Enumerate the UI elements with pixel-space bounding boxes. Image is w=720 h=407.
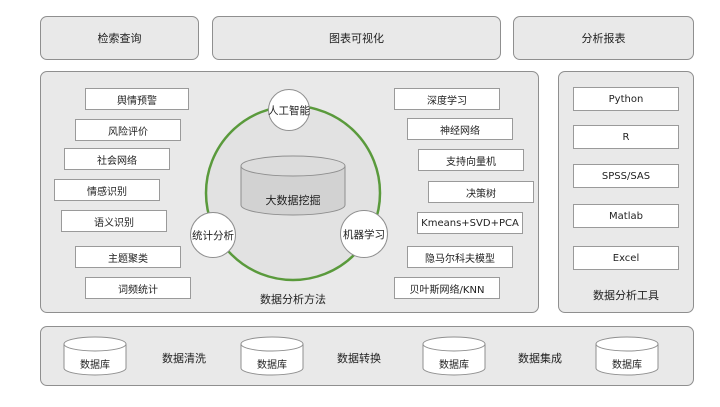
method-item-label: 词频统计 [118,284,158,296]
method-item-label: 舆情预警 [117,95,157,107]
data-cleaning-label: 数据清洗 [162,352,206,365]
tool-item-label: Excel [612,252,640,264]
big-data-mining-label: 大数据挖掘 [265,194,321,207]
data-pipeline-panel [40,326,694,386]
machine-learning-node-label: 机器学习 [343,228,385,241]
method-item-label: 贝叶斯网络/KNN [409,284,485,296]
analysis-report-panel[interactable]: 分析报表 [513,16,694,60]
method-item-label: 语义识别 [94,217,134,229]
big-data-cylinder [240,155,346,216]
tool-item[interactable]: Matlab [573,204,679,228]
method-item-label: 风险评价 [108,126,148,138]
search-query-label: 检索查询 [97,32,142,45]
method-item[interactable]: 深度学习 [394,88,500,110]
chart-visualization-label: 图表可视化 [329,32,384,45]
analysis-tools-panel [558,71,694,313]
analysis-tools-caption: 数据分析工具 [593,289,659,302]
database-icon [595,336,659,376]
method-item-label: 隐马尔科夫模型 [425,253,495,265]
database-label: 数据库 [80,360,110,371]
database-icon [240,336,304,376]
machine-learning-node[interactable]: 机器学习 [340,210,388,258]
method-item[interactable]: 贝叶斯网络/KNN [394,277,500,299]
method-item[interactable]: 舆情预警 [85,88,189,110]
database-label: 数据库 [257,360,287,371]
method-item-label: 神经网络 [440,125,480,137]
method-item[interactable]: 隐马尔科夫模型 [407,246,513,268]
tool-item[interactable]: Python [573,87,679,111]
method-item[interactable]: 词频统计 [85,277,191,299]
method-item[interactable]: Kmeans+SVD+PCA [417,212,523,234]
tool-item[interactable]: SPSS/SAS [573,164,679,188]
method-item-label: 深度学习 [427,95,467,107]
method-item-label: 支持向量机 [446,156,496,168]
tool-item[interactable]: R [573,125,679,149]
method-item[interactable]: 风险评价 [75,119,181,141]
analysis-methods-caption: 数据分析方法 [260,293,326,306]
method-item[interactable]: 社会网络 [64,148,170,170]
method-item[interactable]: 主题聚类 [75,246,181,268]
database-icon [63,336,127,376]
database-icon [422,336,486,376]
method-item[interactable]: 语义识别 [61,210,167,232]
search-query-panel[interactable]: 检索查询 [40,16,199,60]
method-item-label: 决策树 [466,188,496,200]
method-item[interactable]: 神经网络 [407,118,513,140]
data-transform-label: 数据转换 [337,352,381,365]
tool-item-label: R [622,131,630,143]
method-item-label: 社会网络 [97,155,137,167]
analysis-report-label: 分析报表 [581,32,626,45]
statistics-node-label: 统计分析 [192,229,234,242]
database-label: 数据库 [612,360,642,371]
database-label: 数据库 [439,360,469,371]
tool-item-label: SPSS/SAS [601,170,651,182]
statistics-node[interactable]: 统计分析 [190,212,236,258]
method-item-label: 情感识别 [87,186,127,198]
method-item-label: Kmeans+SVD+PCA [421,217,519,229]
data-integration-label: 数据集成 [518,352,562,365]
ai-node[interactable]: 人工智能 [268,89,310,131]
method-item-label: 主题聚类 [108,253,148,265]
tool-item[interactable]: Excel [573,246,679,270]
tool-item-label: Python [608,93,644,105]
method-item[interactable]: 情感识别 [54,179,160,201]
method-item[interactable]: 决策树 [428,181,534,203]
chart-visualization-panel[interactable]: 图表可视化 [212,16,501,60]
method-item[interactable]: 支持向量机 [418,149,524,171]
ai-node-label: 人工智能 [268,104,310,117]
tool-item-label: Matlab [609,210,643,222]
